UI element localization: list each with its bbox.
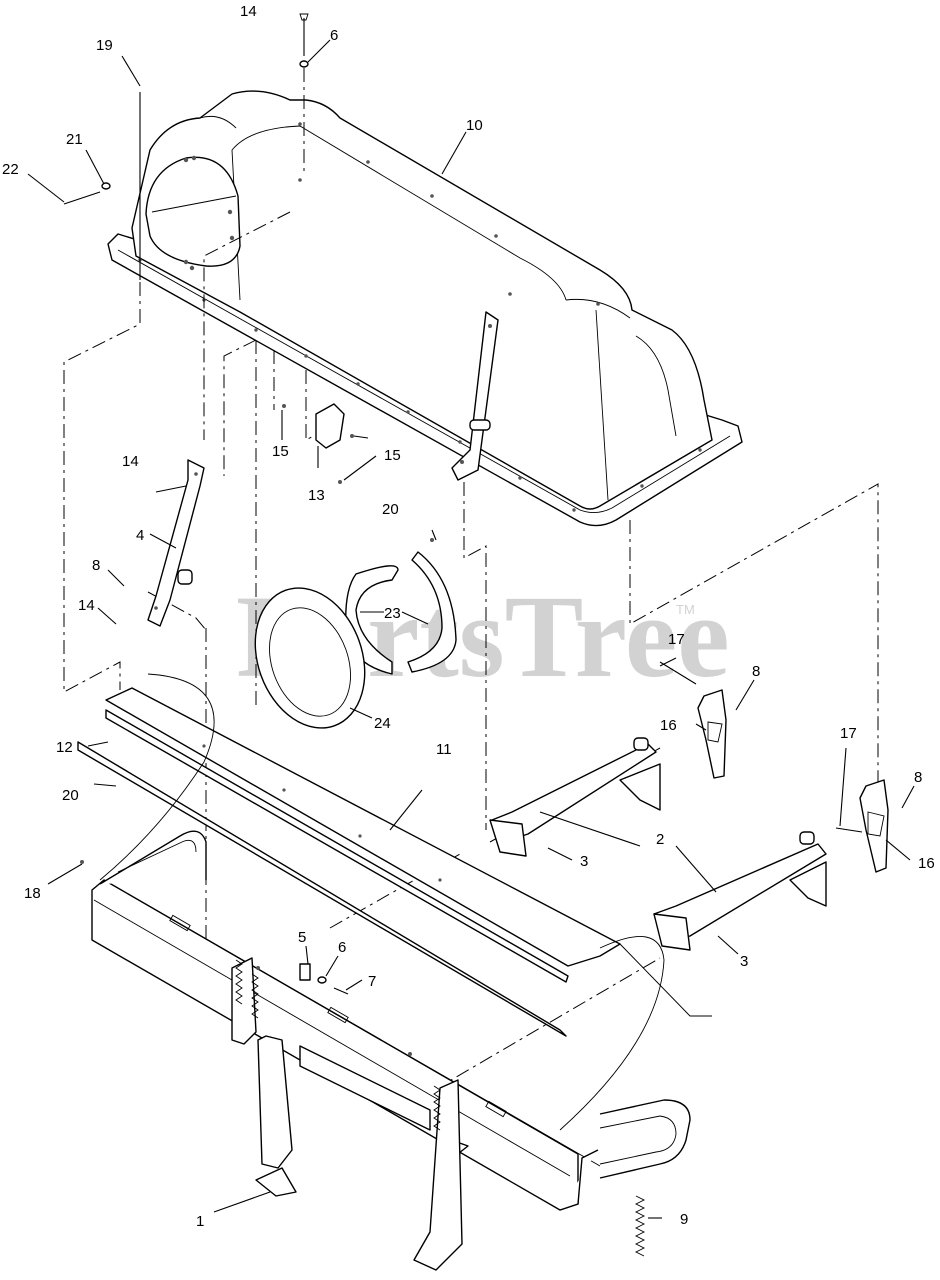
side-bracket-part: [147, 459, 205, 627]
callout-5: 5: [298, 929, 306, 946]
callout-3-b: 3: [740, 953, 748, 970]
callout-3-a: 3: [580, 853, 588, 870]
hood-part: [107, 90, 743, 527]
callout-19: 19: [96, 37, 113, 54]
callout-20-top: 20: [382, 501, 399, 518]
callout-20-low: 20: [62, 787, 79, 804]
callout-8-a: 8: [752, 663, 760, 680]
callout-4: 4: [136, 527, 144, 544]
callout-14: 14: [240, 3, 257, 20]
callout-17-a: 17: [668, 631, 685, 648]
callout-23: 23: [384, 605, 401, 622]
callout-11: 11: [436, 741, 452, 758]
callout-10: 10: [466, 117, 483, 134]
callout-17-b: 17: [840, 725, 857, 742]
callout-24: 24: [374, 715, 391, 732]
callout-2: 2: [656, 831, 664, 848]
deflector-part: [282, 403, 354, 484]
callout-12: 12: [56, 739, 73, 756]
callout-6: 6: [330, 27, 338, 44]
callout-16-a: 16: [660, 717, 677, 734]
callout-15-a: 15: [272, 443, 289, 460]
callout-6-low: 6: [338, 939, 346, 956]
callout-8-left: 8: [92, 557, 100, 574]
callout-22: 22: [2, 161, 19, 178]
callout-18: 18: [24, 885, 41, 902]
spring-part: [235, 959, 646, 1257]
callout-13: 13: [308, 487, 325, 504]
callout-21: 21: [66, 131, 83, 148]
callout-9: 9: [680, 1211, 688, 1228]
link-part: [697, 689, 889, 873]
callout-14-low: 14: [78, 597, 95, 614]
large-gasket-part: [254, 587, 366, 729]
roller-bracket-part: [489, 737, 827, 951]
plate-part: [105, 687, 621, 983]
frame-part: [91, 830, 691, 1211]
callout-1: 1: [196, 1213, 204, 1230]
callout-14-mid: 14: [122, 453, 139, 470]
callout-7: 7: [368, 973, 376, 990]
callout-16-b: 16: [918, 855, 935, 872]
callout-8-b: 8: [914, 769, 922, 786]
callout-15-b: 15: [384, 447, 401, 464]
watermark-trademark: TM: [676, 602, 695, 617]
pivot-arm-part: [231, 957, 463, 1271]
